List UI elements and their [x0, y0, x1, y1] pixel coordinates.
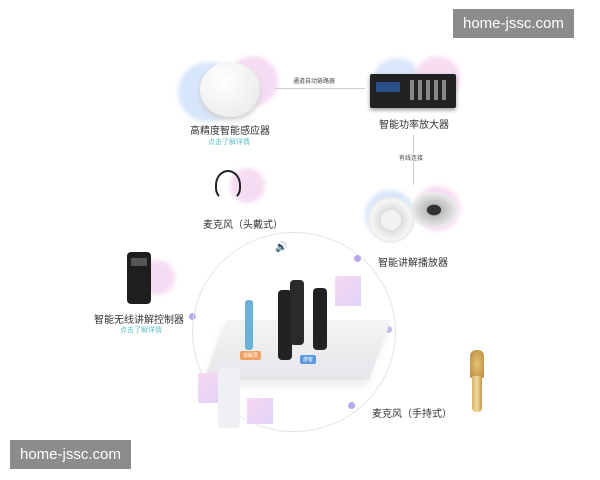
watermark: home-jssc.com	[453, 9, 574, 38]
controller-label: 智能无线讲解控制器	[94, 315, 184, 326]
sensor-details-link[interactable]: 点击了解详情	[208, 138, 250, 146]
speaker-image	[368, 197, 414, 243]
amplifier-display	[376, 82, 400, 92]
connection-label: 有线连接	[399, 153, 424, 162]
speaker-image-back	[410, 192, 458, 228]
amplifier-label: 智能功率放大器	[379, 120, 449, 131]
controller-image	[127, 252, 151, 304]
amplifier-knobs	[410, 80, 446, 100]
watermark: home-jssc.com	[10, 440, 131, 469]
headset-mic-image	[215, 170, 241, 200]
controller-screen	[131, 258, 147, 266]
speaker-label: 智能讲解播放器	[378, 258, 448, 269]
amplifier-image	[370, 74, 456, 108]
visitor-tag: 游客	[300, 355, 317, 364]
handheld-mic-label: 麦克风（手持式）	[372, 409, 452, 420]
visitor-figure	[313, 288, 327, 350]
guide-figure	[245, 300, 253, 350]
display-panel	[247, 398, 273, 424]
sensor-image	[200, 62, 260, 117]
sensor-pillar	[218, 368, 240, 428]
sensor-label: 高精度智能感应器	[190, 126, 270, 137]
connection-line	[275, 88, 365, 89]
display-panel	[335, 276, 361, 306]
headset-mic-label: 麦克风（头戴式）	[203, 220, 283, 231]
node-dot	[385, 326, 392, 333]
handheld-mic-head	[470, 350, 484, 378]
node-dot	[354, 255, 361, 262]
guide-tag: 讲解员	[240, 351, 262, 360]
visitor-figure	[290, 280, 304, 345]
connection-label: 通道自动链路器	[293, 78, 336, 85]
scene-circle	[192, 232, 396, 432]
handheld-mic-image	[472, 376, 482, 412]
node-dot	[348, 402, 355, 409]
controller-details-link[interactable]: 点击了解详情	[120, 326, 162, 334]
visitor-figure	[278, 290, 292, 360]
sound-icon: 🔊	[275, 242, 288, 253]
